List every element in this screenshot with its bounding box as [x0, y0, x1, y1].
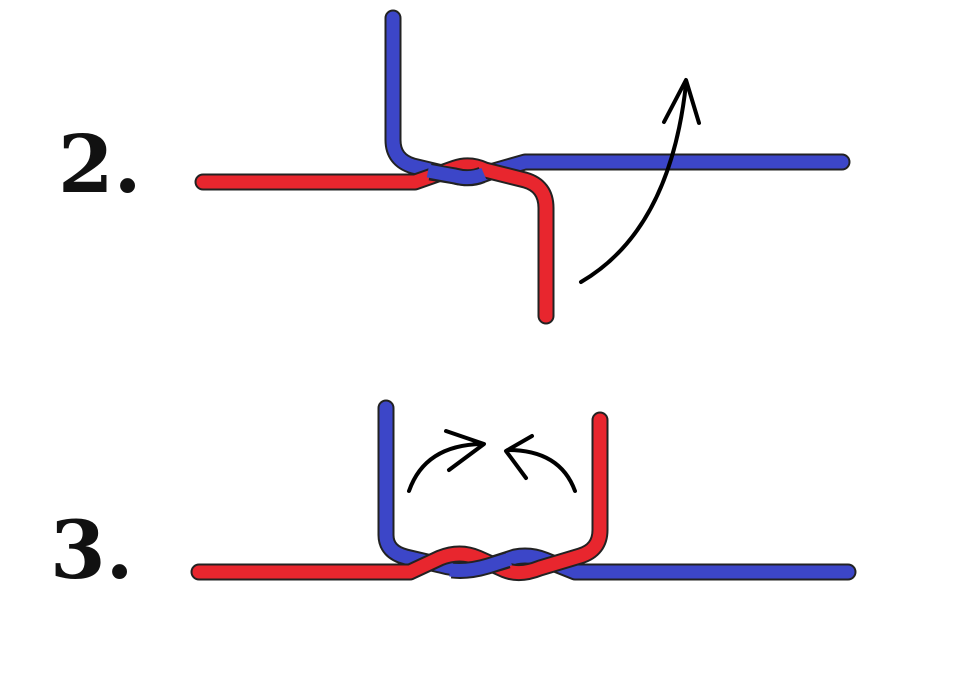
- step-3-red-wire: [190, 411, 609, 582]
- step-2-blue-wire: [384, 9, 851, 186]
- step-2-wrap-arrow: [579, 78, 701, 284]
- step-3-illustration: [190, 399, 857, 582]
- step-3-label: 3.: [50, 503, 134, 597]
- step-2-red-wire: [194, 157, 555, 325]
- step-3-right-arrow: [504, 434, 577, 493]
- step-2-label: 2.: [58, 117, 142, 211]
- step-2-illustration: [194, 9, 851, 325]
- step-3-left-arrow: [407, 429, 486, 493]
